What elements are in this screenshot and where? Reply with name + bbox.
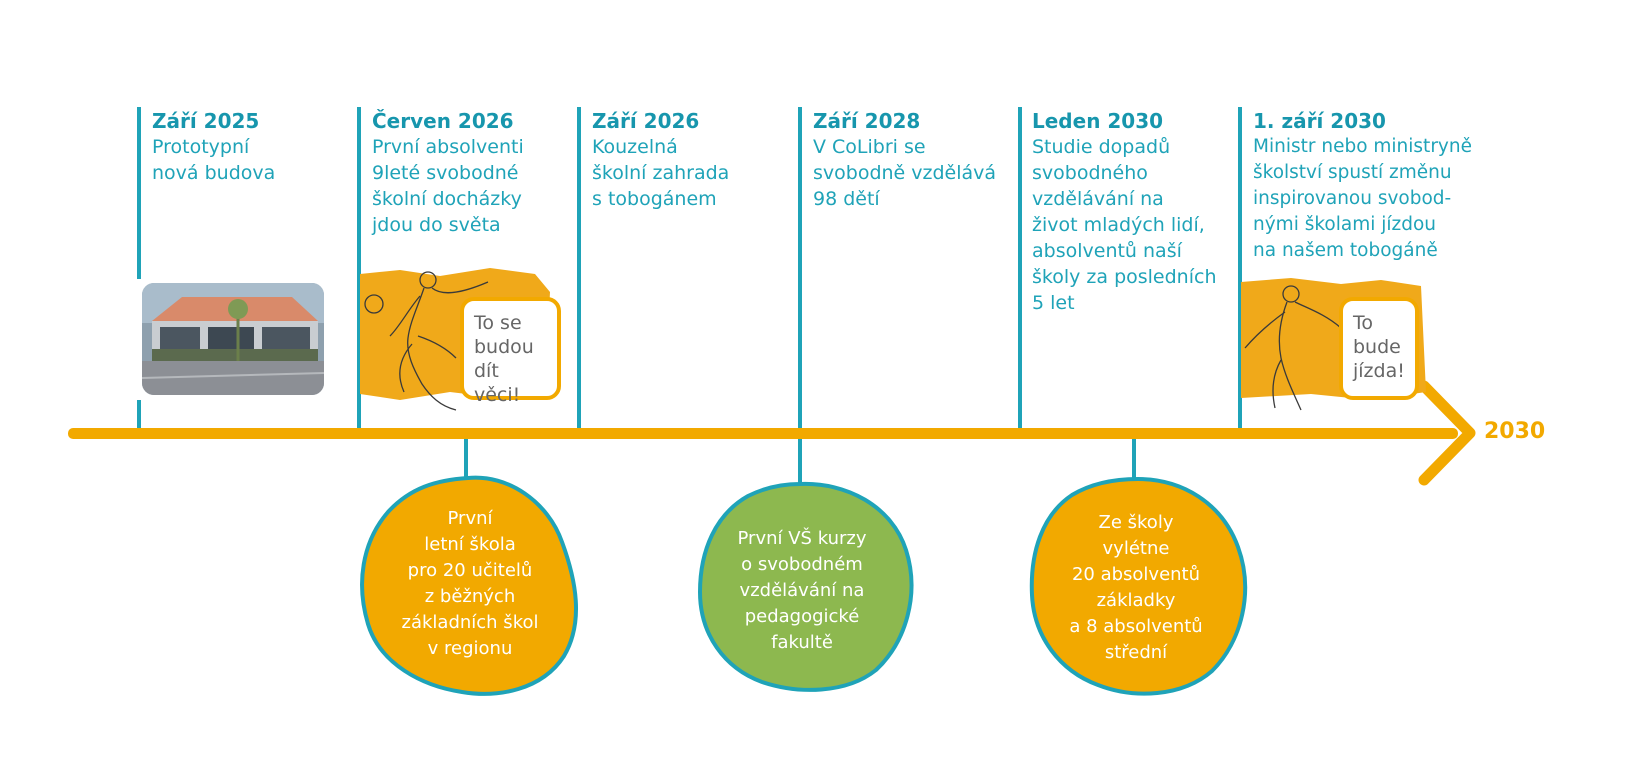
milestone-line-4 [798,107,802,485]
milestone-date-3: Září 2026 [592,109,700,133]
milestone-line-6 [1238,107,1242,438]
blob-text-2: První VŠ kurzy o svobodném vzdělávání na… [737,528,867,653]
milestone-line-1a [137,107,141,279]
timeline-axis [68,428,1458,439]
connector-blob-3 [1132,430,1136,480]
milestone-date-1: Září 2025 [152,109,260,133]
speech-bubble-kick: To se budou dít věci! [460,297,561,406]
blob-shape-1 [360,475,579,696]
connector-blob-1 [464,430,468,480]
blob-text-3: Ze školy vylétne 20 absolventů základky … [1069,512,1203,663]
blob-shape-3 [1029,476,1248,696]
milestone-text-3: Kouzelná školní zahrada s tobogánem [592,136,730,210]
milestone-date-6: 1. září 2030 [1253,109,1386,133]
milestone-date-5: Leden 2030 [1032,109,1164,133]
speech-bubble-ride: To bude jízda! [1339,297,1419,400]
blob-shape-2 [697,481,914,692]
milestone-line-3 [577,107,581,438]
building-illustration [142,283,324,395]
milestone-line-5 [1018,107,1022,438]
milestone-text-6: Ministr nebo ministryně školství spustí … [1253,136,1472,261]
timeline-arrowhead [1418,380,1476,486]
milestone-text-4: V CoLibri se svobodně vzdělává 98 dětí [813,136,997,210]
milestone-date-2: Červen 2026 [372,109,514,133]
milestone-line-1b [137,400,141,438]
milestone-text-5: Studie dopadů svobodného vzdělávání na ž… [1032,136,1217,314]
milestone-text-2: První absolventi 9leté svobodné školní d… [372,136,524,236]
blob-text-1: První letní škola pro 20 učitelů z běžný… [401,508,539,659]
milestone-text-1: Prototypní nová budova [152,136,276,184]
milestone-date-4: Září 2028 [813,109,921,133]
sliding-student-icon [1244,285,1342,411]
milestone-line-2 [357,107,361,438]
kicking-student-icon [364,271,489,411]
timeline-end-label: 2030 [1484,419,1546,444]
school-building-photo [142,283,324,395]
